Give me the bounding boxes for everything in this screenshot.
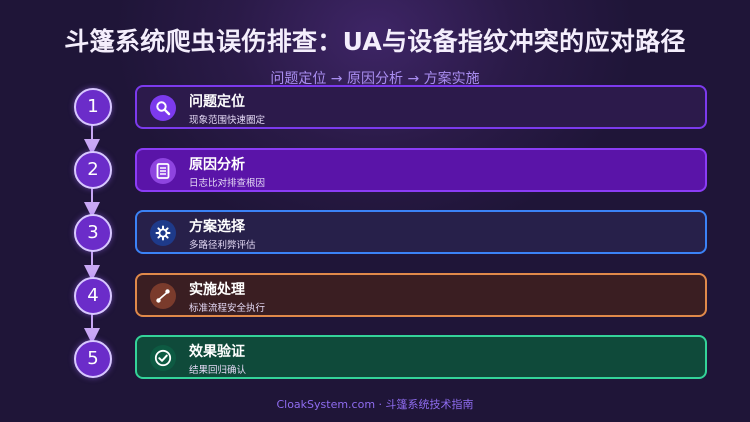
footer-text: CloakSystem.com · 斗篷系统技术指南 — [276, 398, 474, 411]
step-description: 日志比对排查根因 — [189, 178, 266, 189]
step-number: 2 — [74, 151, 112, 189]
step-title: 效果验证 — [189, 344, 245, 360]
step-card-5: 效果验证 结果回归确认 — [135, 335, 707, 379]
step-number: 5 — [74, 340, 112, 378]
step-card-3: 方案选择 多路径利弊评估 — [135, 210, 707, 254]
gear-icon — [150, 220, 176, 246]
step-card-1: 问题定位 现象范围快速圈定 — [135, 85, 707, 129]
document-icon — [150, 158, 176, 184]
route-icon — [150, 283, 176, 309]
step-description: 结果回归确认 — [189, 365, 247, 376]
search-icon — [150, 95, 176, 121]
page-title: 斗篷系统爬虫误伤排查：UA与设备指纹冲突的应对路径 — [64, 27, 686, 56]
step-title: 原因分析 — [189, 157, 245, 173]
step-card-2: 原因分析 日志比对排查根因 — [135, 148, 707, 192]
step-description: 多路径利弊评估 — [189, 240, 256, 251]
step-title: 方案选择 — [189, 219, 245, 235]
step-description: 标准流程安全执行 — [189, 303, 266, 314]
check-circle-icon — [150, 345, 176, 371]
page-subtitle: 问题定位 → 原因分析 → 方案实施 — [270, 71, 480, 87]
step-number: 3 — [74, 214, 112, 252]
step-title: 实施处理 — [189, 282, 245, 298]
step-number: 4 — [74, 277, 112, 315]
step-description: 现象范围快速圈定 — [189, 115, 266, 126]
step-number: 1 — [74, 88, 112, 126]
step-title: 问题定位 — [189, 94, 245, 110]
step-card-4: 实施处理 标准流程安全执行 — [135, 273, 707, 317]
